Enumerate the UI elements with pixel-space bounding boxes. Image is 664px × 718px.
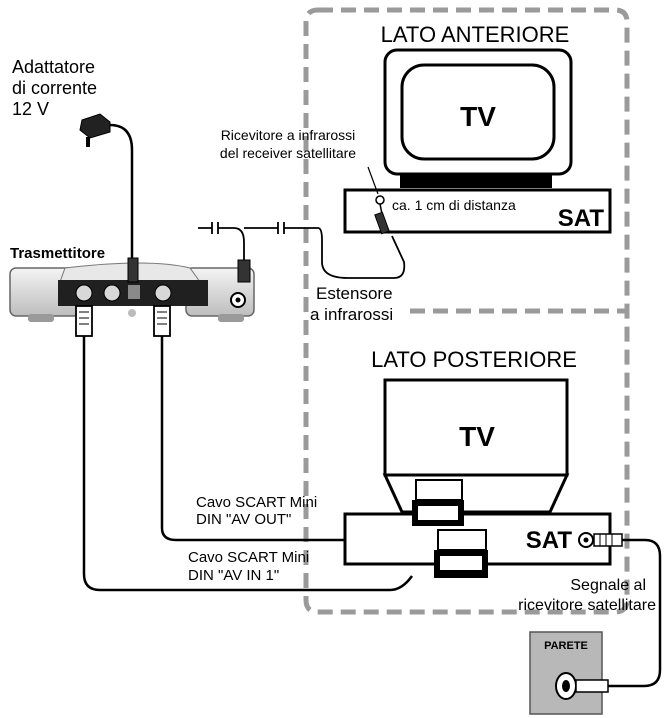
signal-label-line1: Segnale al — [570, 577, 646, 594]
front-sat-receiver: SAT — [343, 188, 612, 234]
av-out-label-line1: Cavo SCART Mini — [196, 494, 317, 511]
ir-receiver-label-line1: Ricevitore a infrarossi — [221, 127, 356, 143]
ir-receiver-label-line2: del receiver satellitare — [220, 145, 356, 161]
ir-extender-label-line2: a infrarossi — [310, 305, 393, 324]
ir-extender-label-line1: Estensore — [316, 284, 393, 303]
power-adapter-icon — [79, 113, 134, 260]
dashed-frame — [303, 7, 630, 615]
av-in-plug — [75, 305, 93, 337]
ir-extender-plug — [237, 259, 251, 283]
antenna-cable — [608, 538, 662, 688]
av-in-label-line1: Cavo SCART Mini — [188, 549, 309, 566]
transmitter-label: Trasmettitore — [10, 245, 105, 262]
back-sat-label: SAT — [526, 527, 573, 554]
av-out-label-line2: DIN "AV OUT" — [196, 511, 291, 528]
adapter-label-line3: 12 V — [12, 99, 49, 119]
av-in-label-line2: DIN "AV IN 1" — [188, 567, 279, 584]
front-sat-label: SAT — [558, 205, 605, 232]
coax-plug-sat — [593, 533, 623, 547]
adapter-label-line1: Adattatore — [12, 57, 95, 77]
av-out-plug — [153, 305, 171, 337]
scart-connector-av-in — [434, 529, 488, 578]
front-section-title: LATO ANTERIORE — [381, 22, 570, 47]
signal-label-line2: ricevitore satellitare — [518, 597, 656, 614]
ir-emitter — [374, 195, 390, 235]
back-tv-label: TV — [459, 421, 495, 452]
back-section-title: LATO POSTERIORE — [371, 347, 577, 372]
distance-label: ca. 1 cm di distanza — [392, 197, 516, 213]
transmitter-device — [9, 262, 255, 322]
front-tv-label: TV — [460, 101, 496, 132]
ir-extender-cable — [198, 222, 406, 279]
scart-connector-av-out — [412, 479, 464, 526]
adapter-label-line2: di corrente — [12, 78, 97, 98]
wall-socket: PARETE — [529, 631, 609, 715]
ir-label-pointer — [367, 166, 379, 195]
power-plug — [127, 257, 139, 283]
back-tv: TV — [382, 378, 570, 514]
av-in-cable — [82, 336, 414, 592]
wall-label: PARETE — [544, 640, 588, 652]
front-tv: TV — [383, 48, 573, 188]
